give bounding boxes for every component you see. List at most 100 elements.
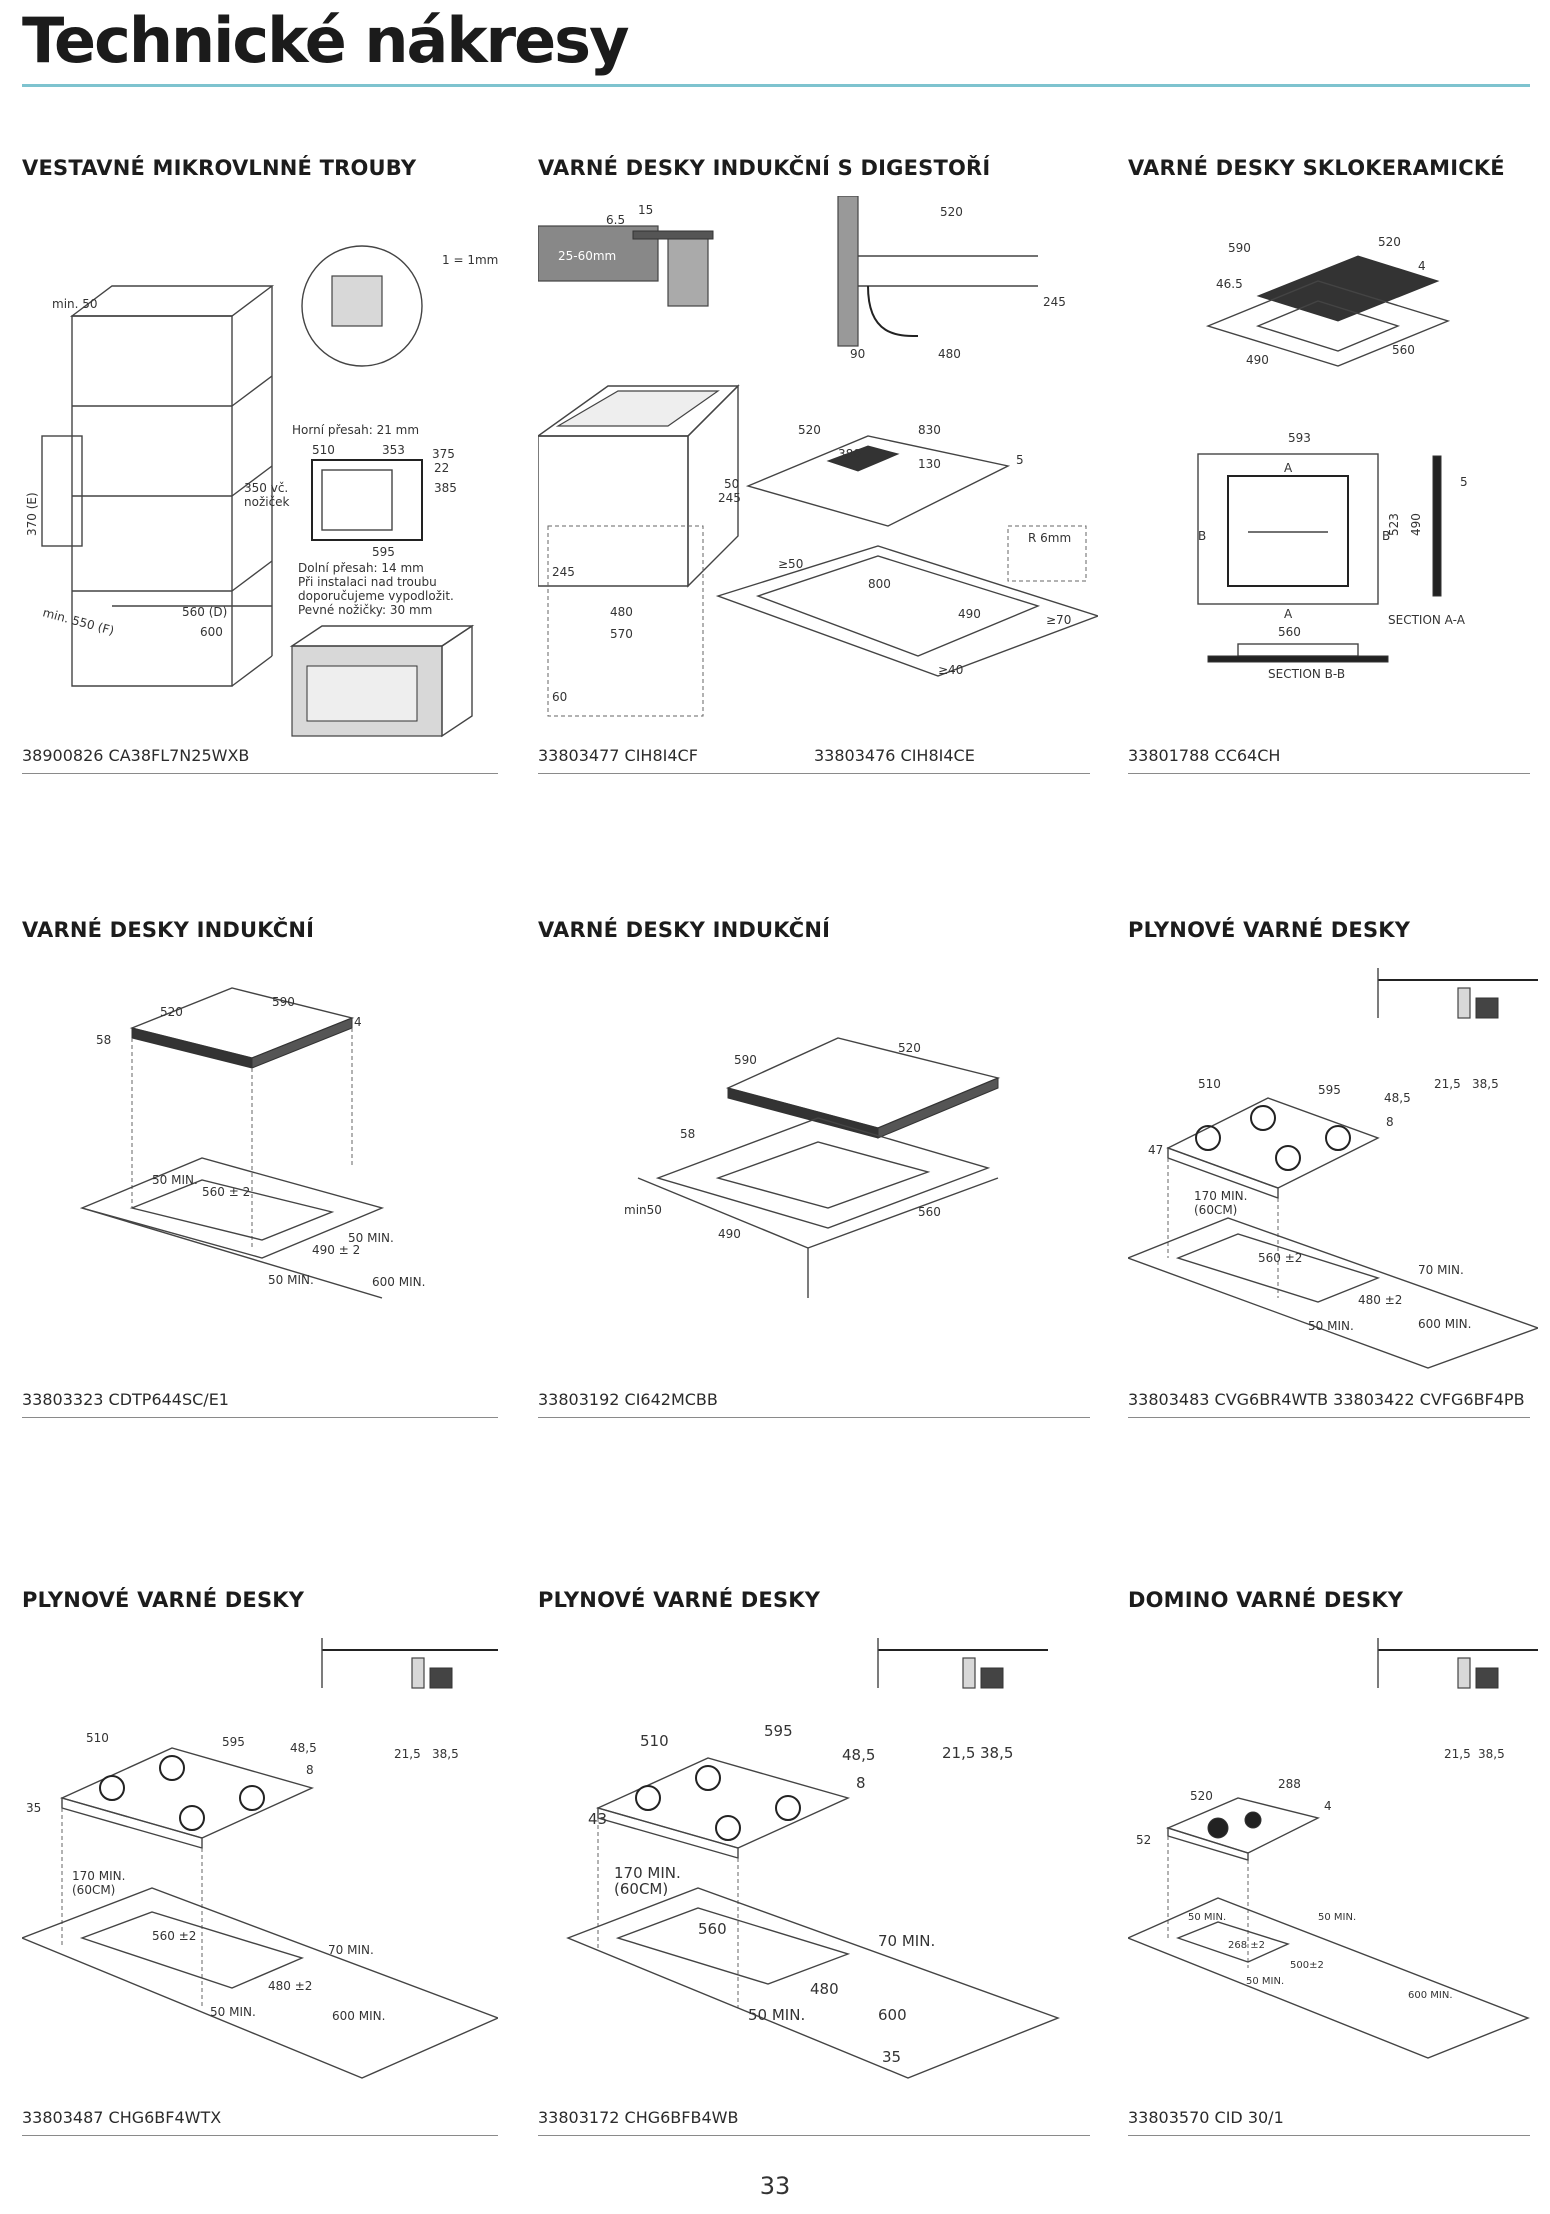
dim-21-5: 21,5 [942, 1744, 975, 1762]
label-section-bb: SECTION B-B [1268, 667, 1345, 681]
note-install-2: doporučujeme vypodložit. [298, 589, 454, 603]
label-a-bottom: A [1284, 607, 1293, 621]
dim-5: 5 [1460, 475, 1468, 489]
dim-520: 520 [940, 205, 963, 219]
technical-drawing: 21,5 38,5 510 595 48,5 43 8 170 MIN. (60… [538, 1628, 1060, 2108]
dim-min70: 70 MIN. [328, 1943, 374, 1957]
dim-500: 500±2 [1290, 1960, 1324, 1971]
dim-600: 600 [878, 2006, 907, 2024]
dim-21-5: 21,5 [1434, 1077, 1461, 1091]
technical-drawing: 590 520 4 46.5 560 490 593 A A B B 523 4… [1128, 196, 1550, 756]
dim-min600: 600 MIN. [1418, 1317, 1471, 1331]
dim-590: 590 [734, 1053, 757, 1067]
dim-58: 58 [96, 1033, 111, 1047]
dim-245c: 245 [552, 565, 575, 579]
section-heading: VARNÉ DESKY INDUKČNÍ S DIGESTOŘÍ [538, 156, 991, 180]
dim-min50: min. 50 [52, 297, 98, 311]
dim-510: 510 [1198, 1077, 1221, 1091]
dim-60cm: (60CM) [614, 1880, 668, 1898]
dim-feet: nožiček [244, 495, 290, 509]
dim-595: 595 [372, 545, 395, 559]
dim-8: 8 [306, 1763, 314, 1777]
note-top-overlap: Horní přesah: 21 mm [292, 423, 419, 437]
dim-170: 170 MIN. [72, 1869, 125, 1883]
dim-min50-a: 50 MIN. [1188, 1912, 1226, 1923]
dim-510: 510 [640, 1732, 669, 1750]
dim-min600: 600 MIN. [372, 1275, 425, 1289]
dim-8: 8 [856, 1774, 866, 1792]
dim-5: 5 [1016, 453, 1024, 467]
dim-90: 90 [850, 347, 865, 361]
dim-490: 490 [1246, 353, 1269, 367]
dim-min600: 600 MIN. [332, 2009, 385, 2023]
dim-ge70: ≥70 [1046, 613, 1071, 627]
dim-min600: 600 MIN. [1408, 1990, 1453, 2001]
dim-48-5: 48,5 [1384, 1091, 1411, 1105]
dim-25-60: 25-60mm [558, 249, 616, 263]
dim-min50-c: 50 MIN. [268, 1273, 314, 1287]
caption-divider [538, 2135, 1090, 2136]
section-heading: PLYNOVÉ VARNÉ DESKY [538, 1588, 821, 1612]
dim-46-5: 46.5 [1216, 277, 1243, 291]
dim-560: 560 [918, 1205, 941, 1219]
dim-scale: 1 = 1mm [442, 253, 498, 267]
dim-4: 4 [1324, 1799, 1332, 1813]
dim-560: 560 (D) [182, 605, 227, 619]
dim-21-5: 21,5 [394, 1747, 421, 1761]
product-code-caption: 33803323 CDTP644SC/E1 [22, 1390, 229, 1409]
dim-48-5: 48,5 [842, 1746, 875, 1764]
section-heading: VARNÉ DESKY INDUKČNÍ [22, 918, 315, 942]
dim-21-5: 21,5 [1444, 1747, 1471, 1761]
dim-830: 830 [918, 423, 941, 437]
label-b-right: B [1382, 529, 1390, 543]
dim-60: 60 [552, 690, 567, 704]
dim-6-5: 6.5 [606, 213, 625, 227]
dim-520: 520 [1190, 1789, 1213, 1803]
dim-38-5: 38,5 [980, 1744, 1013, 1762]
dim-r6: R 6mm [1028, 531, 1071, 545]
section-heading: DOMINO VARNÉ DESKY [1128, 1588, 1404, 1612]
label-b-left: B [1198, 529, 1206, 543]
product-code-caption: 33803483 CVG6BR4WTB 33803422 CVFG6BF4PB [1128, 1390, 1525, 1409]
dim-min50-b: 50 MIN. [348, 1231, 394, 1245]
dim-595: 595 [764, 1722, 793, 1740]
page-title: Technické nákresy [22, 4, 629, 77]
dim-60cm: (60CM) [1194, 1203, 1237, 1217]
dim-520: 520 [898, 1041, 921, 1055]
dim-560b: 560 [1278, 625, 1301, 639]
dim-268: 268 ±2 [1228, 1940, 1265, 1951]
caption-divider [1128, 1417, 1530, 1418]
note-feet: Pevné nožičky: 30 mm [298, 603, 432, 617]
dim-ge40: ≥40 [938, 663, 963, 677]
label-section-aa: SECTION A-A [1388, 613, 1466, 627]
caption-divider [22, 773, 498, 774]
dim-490: 490 [718, 1227, 741, 1241]
section-heading: VESTAVNÉ MIKROVLNNÉ TROUBY [22, 156, 417, 180]
dim-350: 350 vč. [244, 481, 288, 495]
dim-min50: 50 MIN. [210, 2005, 256, 2019]
product-code-caption-2: 33803476 CIH8I4CE [814, 746, 975, 765]
dim-520: 520 [160, 1005, 183, 1019]
dim-245b: 245 [718, 491, 741, 505]
dim-min70: 70 MIN. [878, 1932, 935, 1950]
dim-590: 590 [272, 995, 295, 1009]
dim-22: 22 [434, 461, 449, 475]
dim-560: 560 ±2 [152, 1929, 196, 1943]
dim-min50: min50 [624, 1203, 662, 1217]
technical-drawing: 21,5 38,5 520 288 52 4 50 MIN. 50 MIN. 2… [1128, 1628, 1550, 2108]
dim-min50-b: 50 MIN. [1318, 1912, 1356, 1923]
dim-480: 480 [810, 1980, 839, 1998]
dim-170: 170 MIN. [614, 1864, 681, 1882]
dim-38-5: 38,5 [1478, 1747, 1505, 1761]
product-code-caption: 33803477 CIH8I4CF [538, 746, 698, 765]
section-heading: VARNÉ DESKY SKLOKERAMICKÉ [1128, 156, 1505, 180]
dim-480c: 480 [610, 605, 633, 619]
dim-490: 490 ± 2 [312, 1243, 360, 1257]
dim-595: 595 [1318, 1083, 1341, 1097]
dim-min50: 50 MIN. [748, 2006, 805, 2024]
technical-drawing: 15 6.5 25-60mm 520 245 90 480 520 830 38… [538, 196, 1098, 756]
note-bottom-overlap: Dolní přesah: 14 mm [298, 561, 424, 575]
dim-560: 560 ±2 [1258, 1251, 1302, 1265]
dim-47: 47 [1148, 1143, 1163, 1157]
dim-490b: 490 [1409, 513, 1423, 536]
